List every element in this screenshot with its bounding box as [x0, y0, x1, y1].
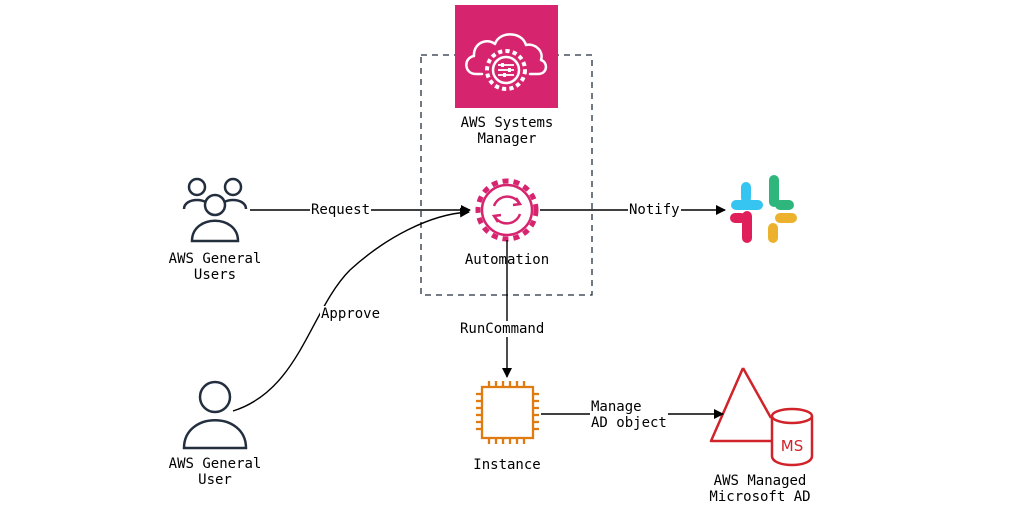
slack-logo-icon	[730, 175, 797, 243]
systems-manager-icon	[455, 5, 558, 108]
notify-edge-label: Notify	[628, 202, 681, 218]
automation-gear-icon	[475, 178, 539, 242]
general-user-label: AWS General User	[168, 456, 262, 488]
approve-edge-label: Approve	[320, 306, 382, 322]
run-command-edge-label: RunCommand	[459, 321, 546, 337]
users-group-icon	[182, 177, 248, 243]
instance-label: Instance	[473, 457, 541, 473]
managed-ad-icon: MS	[709, 367, 814, 467]
request-edge-label: Request	[310, 202, 372, 218]
ms-badge-text: MS	[781, 437, 803, 455]
manage-edge-label: Manage AD object	[590, 399, 668, 431]
edge-approve	[232, 207, 470, 412]
ssm-label: AWS Systems Manager	[460, 115, 554, 147]
general-users-label: AWS General Users	[168, 251, 262, 283]
automation-label: Automation	[464, 252, 550, 268]
ec2-instance-icon	[476, 381, 539, 444]
user-icon	[182, 380, 248, 450]
managed-ad-label: AWS Managed Microsoft AD	[709, 473, 811, 505]
